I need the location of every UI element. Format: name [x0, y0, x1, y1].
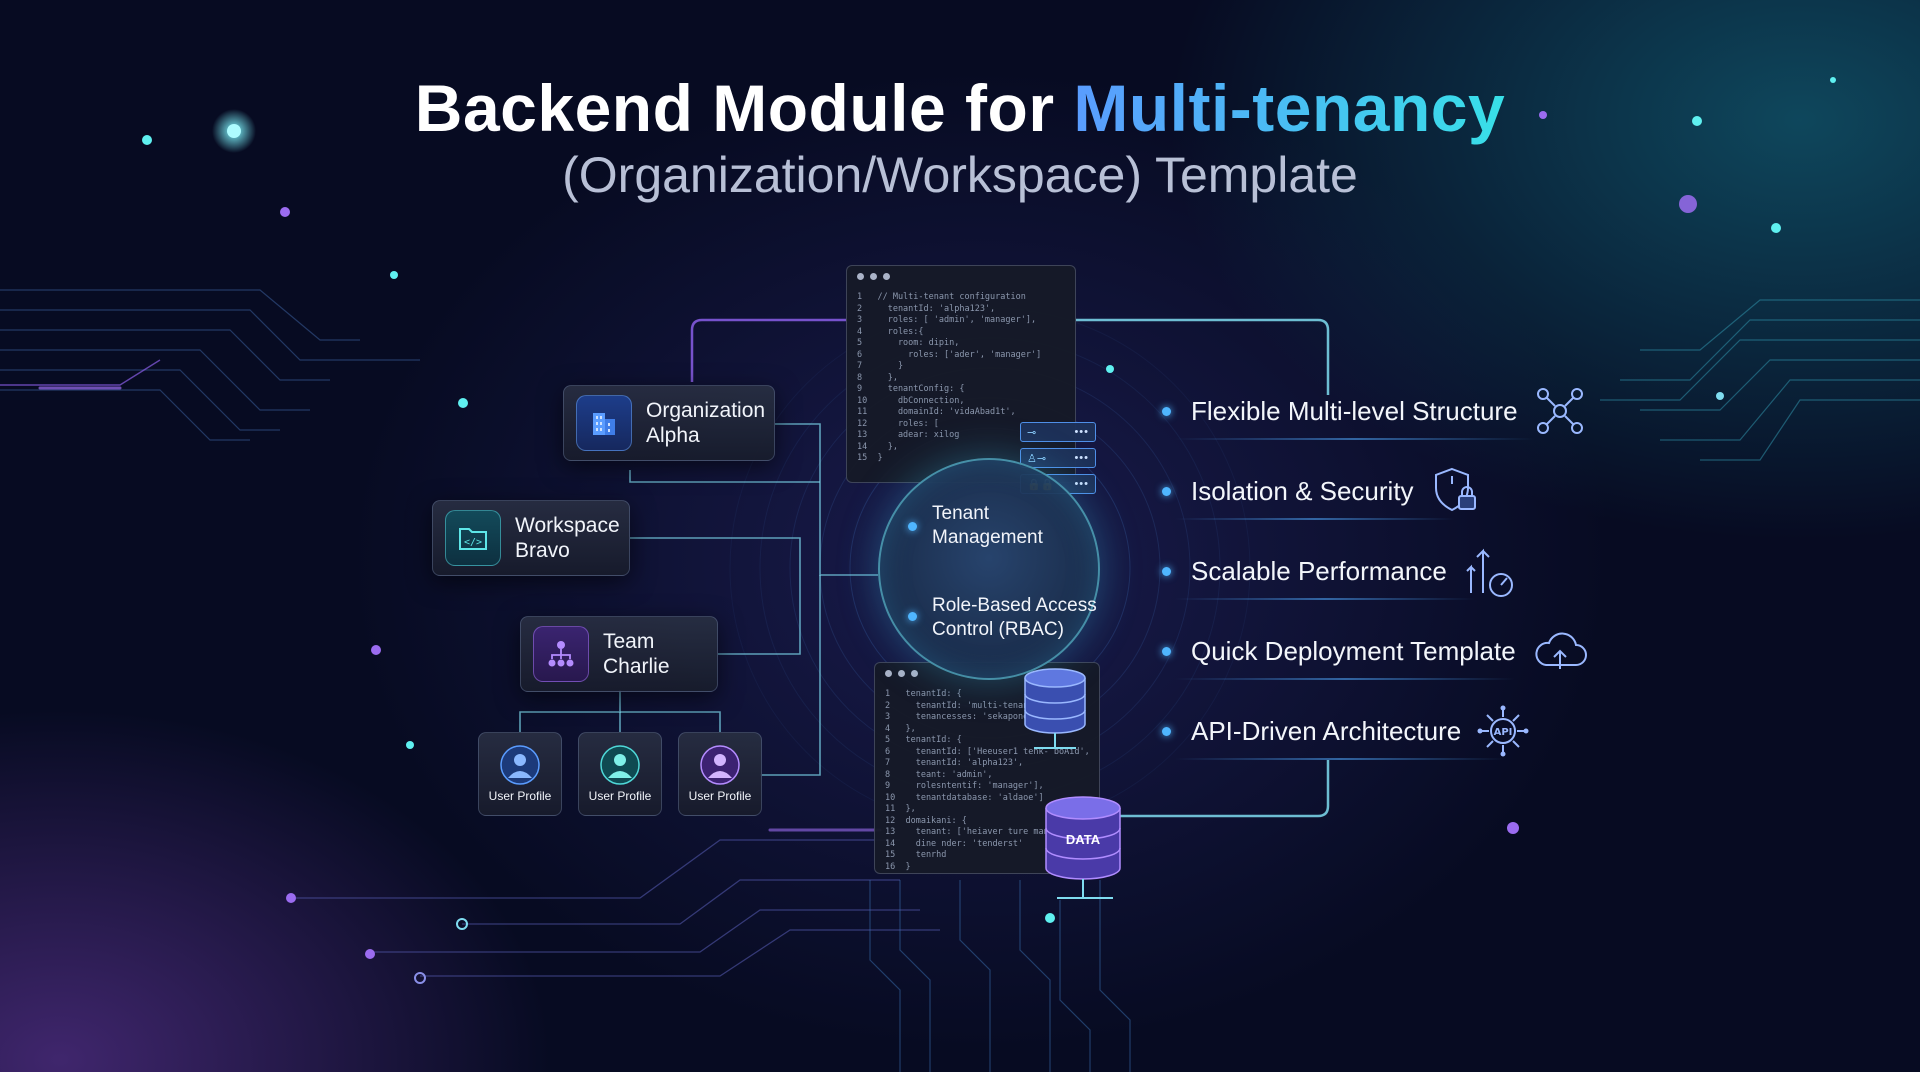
user-profile-label: User Profile: [488, 789, 552, 803]
cloud-upload-icon: [1532, 629, 1588, 673]
feature-label: Flexible Multi-level Structure: [1191, 395, 1518, 426]
feature-underline: [1175, 518, 1455, 520]
svg-text:</>: </>: [464, 537, 482, 548]
user-avatar-icon: [600, 745, 640, 785]
feature-item: Quick Deployment Template: [1162, 626, 1588, 676]
code-window-top: 1 // Multi-tenant configuration 2 tenant…: [846, 265, 1076, 483]
page-subtitle: (Organization/Workspace) Template: [562, 147, 1358, 203]
feature-underline: [1175, 438, 1535, 440]
feature-item: Scalable Performance: [1162, 543, 1515, 599]
bullet-dot: [908, 612, 917, 621]
window-dots: [847, 266, 1075, 286]
feature-label: Quick Deployment Template: [1191, 635, 1516, 666]
masked-value: •••: [1074, 452, 1089, 464]
scale-gauge-icon: [1463, 543, 1515, 599]
user-profile-card[interactable]: User Profile: [578, 732, 662, 816]
masked-value: •••: [1074, 426, 1089, 438]
bullet-dot: [1162, 486, 1171, 496]
user-key-icon: ♙⊸: [1027, 452, 1047, 465]
feature-item: Flexible Multi-level Structure: [1162, 386, 1586, 436]
user-profile-label: User Profile: [688, 789, 752, 803]
feature-label: Scalable Performance: [1191, 555, 1447, 586]
key-chip: ⊸ •••: [1020, 422, 1096, 442]
api-gear-icon: API: [1477, 705, 1529, 757]
page-title: Backend Module for Multi-tenancy: [0, 70, 1920, 146]
shield-lock-icon: [1430, 466, 1480, 516]
database-icon: [1024, 668, 1086, 749]
title-main: Backend Module for: [414, 71, 1074, 145]
team-hierarchy-icon: [533, 626, 589, 682]
feature-underline: [1175, 758, 1505, 760]
user-profile-label: User Profile: [588, 789, 652, 803]
svg-text:API: API: [1494, 727, 1513, 738]
feature-item: API-Driven Architecture API: [1162, 705, 1529, 757]
user-avatar-icon: [500, 745, 540, 785]
feature-label: API-Driven Architecture: [1191, 715, 1462, 746]
feature-underline: [1175, 598, 1475, 600]
code-folder-icon: </>: [445, 510, 501, 566]
bullet-dot: [1162, 726, 1171, 736]
key-icon: ⊸: [1027, 426, 1037, 439]
feature-item: Isolation & Security: [1162, 466, 1480, 516]
user-profile-card[interactable]: User Profile: [478, 732, 562, 816]
data-database: DATA: [1043, 794, 1123, 904]
key-chip: ♙⊸ •••: [1020, 448, 1096, 468]
title-accent: Multi-tenancy: [1073, 71, 1506, 145]
bullet-dot: [1162, 566, 1171, 576]
bullet-dot: [908, 522, 917, 531]
window-dots: [875, 663, 1099, 683]
feature-label: Isolation & Security: [1191, 475, 1414, 506]
feature-underline: [1175, 678, 1515, 680]
user-profile-card[interactable]: User Profile: [678, 732, 762, 816]
code-text-bottom: 1 tenantId: { 2 tenantId: 'multi-tenant'…: [885, 689, 1090, 872]
data-label: DATA: [1065, 832, 1101, 847]
bullet-dot: [1162, 646, 1171, 656]
bullet-dot: [1162, 406, 1171, 416]
masked-value: •••: [1074, 478, 1089, 490]
code-text-top: 1 // Multi-tenant configuration 2 tenant…: [857, 292, 1042, 463]
network-nodes-icon: [1534, 386, 1586, 436]
building-icon: [576, 395, 632, 451]
user-avatar-icon: [700, 745, 740, 785]
data-database-icon: [1045, 796, 1121, 899]
